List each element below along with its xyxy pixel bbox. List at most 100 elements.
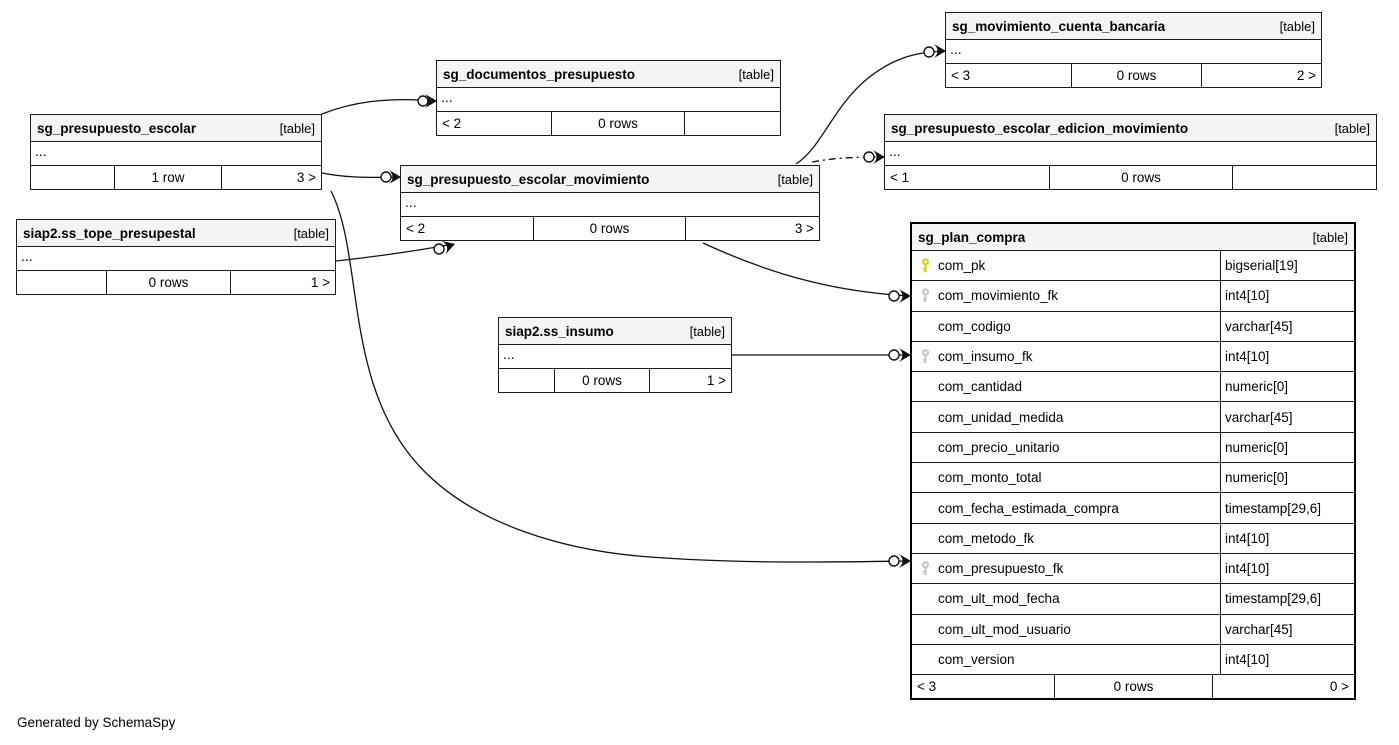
column-name: com_monto_total xyxy=(938,470,1042,486)
relationship-sg_presupuesto_escolar-to-sg_presupuesto_escolar_movimiento xyxy=(321,170,402,184)
column-type: int4[10] xyxy=(1220,644,1354,675)
key-icon-slot xyxy=(912,615,938,644)
cardinality-circle xyxy=(888,349,900,361)
column-row-com_metodo_fk: com_metodo_fk int4[10] xyxy=(912,523,1354,554)
column-row-com_cantidad: com_cantidad numeric[0] xyxy=(912,372,1354,403)
table-header-sg_movimiento_cuenta_bancaria[interactable]: sg_movimiento_cuenta_bancaria [table] xyxy=(946,13,1321,40)
key-icon-slot xyxy=(912,433,938,462)
collapsed-columns-indicator: ... xyxy=(885,142,1376,166)
footer-cell-center: 0 rows xyxy=(1054,675,1212,699)
table-tag: [table] xyxy=(293,225,329,241)
column-type: bigserial[19] xyxy=(1220,251,1354,281)
column-type: varchar[45] xyxy=(1220,614,1354,644)
footer-cell-left xyxy=(31,166,114,189)
table-name: siap2.ss_insumo xyxy=(505,323,614,339)
table-header-sg_plan_compra[interactable]: sg_plan_compra[table] xyxy=(912,224,1354,251)
footer-cell-center: 0 rows xyxy=(1071,64,1201,87)
key-icon-slot xyxy=(912,584,938,613)
key-icon-slot xyxy=(912,463,938,492)
table-name: sg_documentos_presupuesto xyxy=(443,66,636,82)
column-type: int4[10] xyxy=(1220,523,1354,553)
table-tag: [table] xyxy=(1334,120,1370,136)
column-type: numeric[0] xyxy=(1220,432,1354,463)
table-box-sg_movimiento_cuenta_bancaria: sg_movimiento_cuenta_bancaria [table]... <… xyxy=(945,12,1322,88)
footer-cell-left xyxy=(17,271,106,294)
column-name: com_metodo_fk xyxy=(938,530,1035,546)
footer-cell-left: < 2 xyxy=(442,116,462,131)
column-type: numeric[0] xyxy=(1220,463,1354,493)
table-box-sg_plan_compra: sg_plan_compra[table] com_pk bigserial[19]… xyxy=(910,222,1356,701)
column-name: com_ult_mod_usuario xyxy=(938,621,1071,637)
collapsed-columns-indicator: ... xyxy=(401,193,819,217)
foreign-key-icon xyxy=(921,561,929,576)
key-icon-slot xyxy=(912,281,938,310)
cardinality-circle xyxy=(888,290,900,302)
column-type: timestamp[29,6] xyxy=(1220,584,1354,614)
cardinality-circle xyxy=(417,95,429,107)
key-icon-slot xyxy=(912,402,938,431)
table-tag: [table] xyxy=(689,323,725,339)
table-header-sg_documentos_presupuesto[interactable]: sg_documentos_presupuesto [table] xyxy=(437,61,780,88)
footer-cell-center: 0 rows xyxy=(554,369,649,392)
footer-cell-center: 0 rows xyxy=(551,112,684,135)
footer-cell-left: < 3 xyxy=(951,68,971,83)
column-name: com_unidad_medida xyxy=(938,409,1064,425)
table-header-sg_presupuesto_escolar_movimiento[interactable]: sg_presupuesto_escolar_movimiento[table] xyxy=(401,166,819,193)
column-name: com_codigo xyxy=(938,318,1011,334)
table-name: sg_movimiento_cuenta_bancaria xyxy=(952,18,1166,34)
footer-cell-right xyxy=(684,112,780,135)
column-name: com_movimiento_fk xyxy=(938,288,1059,304)
column-name: com_pk xyxy=(938,258,986,274)
relationship-sg_presupuesto_escolar_movimiento-to-sg_plan_compra.com_movimiento_fk xyxy=(702,242,912,303)
column-type: numeric[0] xyxy=(1220,372,1354,402)
collapsed-columns-indicator: ... xyxy=(946,40,1321,64)
relationship-sg_presupuesto_escolar_movimiento-to-sg_presupuesto_escolar_edicion_movimiento xyxy=(811,150,886,164)
column-row-com_ult_mod_usuario: com_ult_mod_usuario varchar[45] xyxy=(912,614,1354,645)
relationship-siap2_ss_insumo-to-sg_plan_compra.com_insumo_fk xyxy=(732,348,911,362)
column-name: com_version xyxy=(938,652,1015,667)
table-header-sg_presupuesto_escolar[interactable]: sg_presupuesto_escolar[table] xyxy=(31,115,321,142)
column-name: com_fecha_estimada_compra xyxy=(938,500,1119,516)
cardinality-circle xyxy=(863,151,875,163)
key-icon-slot xyxy=(912,554,938,583)
table-tag: [table] xyxy=(1279,18,1315,34)
footer-cell-right: 3 > xyxy=(685,217,819,240)
key-icon-slot xyxy=(912,312,938,341)
footer-cell-left: < 2 xyxy=(406,221,426,236)
footer-cell-right: 0 > xyxy=(1212,675,1354,699)
footer-cell-right: 1 > xyxy=(230,271,335,294)
column-row-com_version: com_version int4[10] xyxy=(912,644,1354,676)
column-type: int4[10] xyxy=(1220,553,1354,584)
table-tag: [table] xyxy=(738,66,774,82)
footer-cell-right: 3 > xyxy=(221,166,321,189)
footer-cell-left xyxy=(499,369,554,392)
key-icon-slot xyxy=(912,251,938,280)
table-name: sg_presupuesto_escolar_movimiento xyxy=(407,171,650,187)
footer-cell-left: < 3 xyxy=(917,679,937,695)
table-header-siap2_ss_insumo[interactable]: siap2.ss_insumo [table] xyxy=(499,318,731,345)
collapsed-columns-indicator: ... xyxy=(31,142,321,166)
cardinality-circle xyxy=(888,555,900,567)
table-header-sg_presupuesto_escolar_edicion_movimiento[interactable]: sg_presupuesto_escolar_edicion_movimient… xyxy=(885,115,1376,142)
foreign-key-icon xyxy=(921,288,929,303)
column-name: com_cantidad xyxy=(938,379,1023,395)
column-name: com_insumo_fk xyxy=(938,349,1033,365)
primary-key-icon xyxy=(921,258,929,273)
footer-cell-center: 1 row xyxy=(114,166,221,189)
table-name: sg_plan_compra xyxy=(918,229,1026,245)
footer-cell-right: 1 > xyxy=(649,369,731,392)
table-header-siap2_ss_tope_presupestal[interactable]: siap2.ss_tope_presupestal[table] xyxy=(17,220,335,247)
key-icon-slot xyxy=(912,372,938,401)
key-icon-slot xyxy=(912,524,938,553)
